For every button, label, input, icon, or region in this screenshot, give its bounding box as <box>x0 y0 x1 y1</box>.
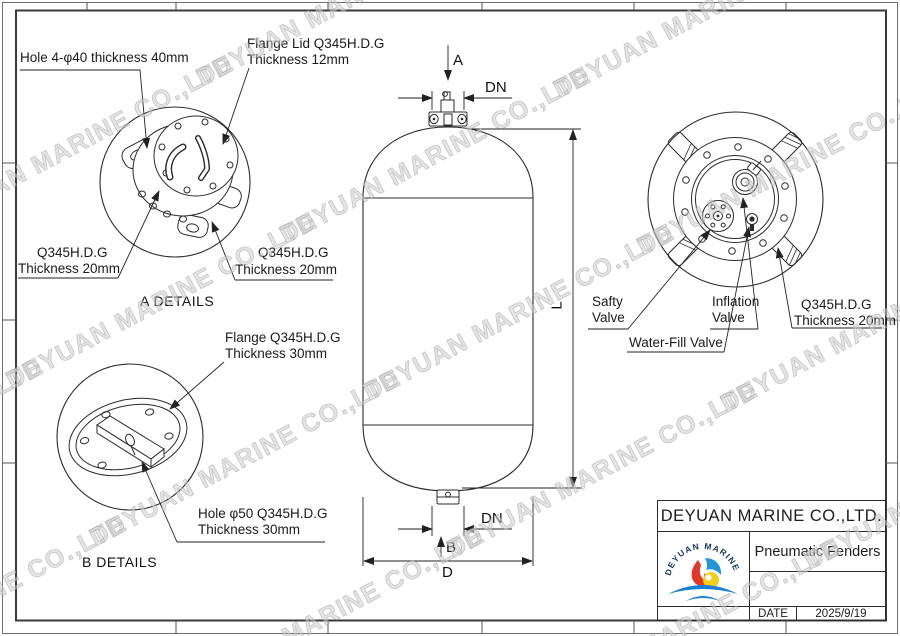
a-flange-lid-label-1: Flange Lid Q345H.D.G <box>247 36 385 51</box>
a-hole-label: Hole 4-φ40 thickness 40mm <box>20 50 189 65</box>
b-hole-label-1: Hole φ50 Q345H.D.G <box>198 506 328 521</box>
dimension-lines <box>362 45 581 566</box>
section-b-label: B <box>446 539 457 556</box>
valve-detail-drawing <box>647 111 824 288</box>
product-name: Pneumatic Fenders <box>750 532 885 572</box>
length-label: L <box>548 301 566 310</box>
company-name: DEYUAN MARINE CO.,LTD. <box>658 501 885 532</box>
valve-q345-label-1: Q345H.D.G <box>801 297 872 312</box>
a-q345-right-2: Thickness 20mm <box>235 262 338 277</box>
date-value: 2025/9/19 <box>815 607 867 620</box>
inflation-valve-label-2: Valve <box>712 310 745 325</box>
inflation-valve-label-1: Inflation <box>712 294 760 309</box>
fender-body <box>362 126 534 492</box>
logo-cell: DEYUAN MARINE <box>658 532 750 606</box>
dn-top-label: DN <box>485 79 507 96</box>
title-block: DEYUAN MARINE CO.,LTD. DEYUAN MARINE <box>657 500 886 621</box>
safety-valve-shape <box>702 200 734 232</box>
safety-valve-label-1: Safty <box>592 294 623 309</box>
a-q345-right-1: Q345H.D.G <box>258 245 329 260</box>
a-details-title: A DETAILS <box>140 293 215 309</box>
valve-detail-leaders <box>588 197 882 353</box>
logo-emblem <box>691 558 722 588</box>
b-hole-label-2: Thickness 30mm <box>198 522 301 537</box>
a-rim-bolts <box>138 190 187 223</box>
inflation-valve-shape <box>732 160 762 195</box>
b-flange-label-1: Flange Q345H.D.G <box>225 330 341 345</box>
water-fill-valve-label: Water-Fill Valve <box>629 335 723 350</box>
safety-valve-label-2: Valve <box>592 310 625 325</box>
fender-bottom-fitting <box>436 489 460 505</box>
a-q345-left-1: Q345H.D.G <box>37 245 108 260</box>
b-details-drawing <box>56 363 204 511</box>
section-a-label: A <box>453 52 464 69</box>
b-details-leaders <box>141 361 325 543</box>
b-details-title: B DETAILS <box>82 554 158 570</box>
diameter-label: D <box>442 564 453 581</box>
logo-swoosh <box>668 585 738 601</box>
company-logo: DEYUAN MARINE <box>663 541 741 601</box>
fender-top-fitting <box>428 91 468 127</box>
b-flange-label-2: Thickness 30mm <box>225 346 328 361</box>
a-flange-lid-label-2: Thickness 12mm <box>247 52 350 67</box>
water-fill-valve-shape <box>746 213 758 231</box>
empty-cell <box>750 572 885 606</box>
sheet-inner-frame <box>15 9 887 622</box>
a-q345-left-2: Thickness 20mm <box>18 261 121 276</box>
valve-q345-label-2: Thickness 20mm <box>794 313 897 328</box>
bottom-empty-cell <box>658 607 750 620</box>
date-label: DATE <box>750 607 797 620</box>
dn-bottom-label: DN <box>481 510 503 527</box>
a-details-leaders <box>18 67 333 281</box>
